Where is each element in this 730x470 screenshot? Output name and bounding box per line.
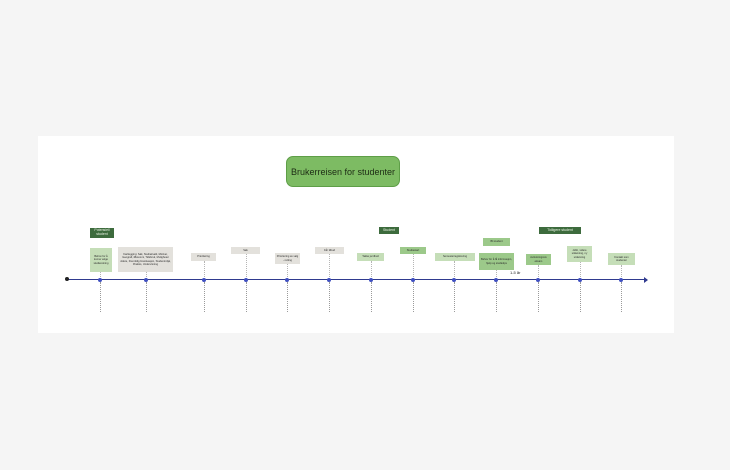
drop-line xyxy=(287,282,288,312)
stem xyxy=(413,254,414,279)
phase-label-student: Student xyxy=(379,227,399,234)
drop-line xyxy=(454,282,455,312)
drop-line xyxy=(621,282,622,312)
stem xyxy=(371,261,372,279)
timeline-point xyxy=(285,277,289,282)
axis-start-dot xyxy=(65,277,69,281)
stem xyxy=(329,254,330,279)
axis-label: 1-5 år xyxy=(510,270,521,275)
timeline-axis xyxy=(67,279,647,280)
phase-label-former: Tidligere student xyxy=(539,227,581,234)
timeline-point xyxy=(98,277,102,282)
card-semesterregistrering: Semesterregistrering xyxy=(435,253,475,261)
card-studiestart: Studiestart xyxy=(400,247,426,254)
axis-arrow-icon xyxy=(644,276,648,283)
stem xyxy=(204,261,205,279)
card-bli-student: Bli student xyxy=(483,238,510,246)
card-need-choose-study: Behov for å kunne velge studieretning xyxy=(90,248,112,272)
timeline-point xyxy=(369,277,373,282)
stem xyxy=(246,254,247,279)
page-title: Brukerreisen for studenter xyxy=(286,156,400,187)
card-far-tilbud: Får tilbud xyxy=(315,247,344,254)
stem xyxy=(146,272,147,279)
stem xyxy=(538,265,539,279)
card-behov-informasjon: Behov for å få informasjon, hjelp og stu… xyxy=(479,253,514,270)
card-takke-ja: Takke ja tilbud xyxy=(357,253,384,261)
card-prioritering-valg: Prioritering av valg - retting xyxy=(275,253,300,264)
card-mapping: Kartlegging: Søk, Studiekvalit, Motiver,… xyxy=(118,247,173,272)
drop-line xyxy=(100,282,101,312)
drop-line xyxy=(538,282,539,312)
timeline-point xyxy=(578,277,582,282)
timeline-point xyxy=(144,277,148,282)
journey-canvas: Brukerreisen for studenter Potensiell st… xyxy=(38,136,674,333)
drop-line xyxy=(146,282,147,312)
timeline-point xyxy=(452,277,456,282)
timeline-point xyxy=(244,277,248,282)
drop-line xyxy=(204,282,205,312)
timeline-point xyxy=(327,277,331,282)
phase-label-potential: Potensiell student xyxy=(90,228,114,238)
drop-line xyxy=(329,282,330,312)
timeline-point xyxy=(411,277,415,282)
timeline-point xyxy=(536,277,540,282)
drop-line xyxy=(496,282,497,312)
timeline-point xyxy=(494,277,498,282)
card-prioritering: Prioritering xyxy=(191,253,216,261)
drop-line xyxy=(413,282,414,312)
timeline-point xyxy=(202,277,206,282)
drop-line xyxy=(371,282,372,312)
timeline-point xyxy=(619,277,623,282)
card-kontakt: Kontakt som studenter xyxy=(608,253,635,265)
stem xyxy=(287,264,288,279)
drop-line xyxy=(580,282,581,312)
card-avslutning: Avslutningsvis eksam xyxy=(526,254,551,265)
card-jobb-videre: Jobb, videre utdanning, ny utdanning xyxy=(567,246,592,262)
card-sok: Søk xyxy=(231,247,260,254)
stem xyxy=(621,265,622,279)
stem xyxy=(580,262,581,279)
stem xyxy=(454,261,455,279)
stem xyxy=(100,272,101,279)
drop-line xyxy=(246,282,247,312)
stem xyxy=(496,270,497,279)
